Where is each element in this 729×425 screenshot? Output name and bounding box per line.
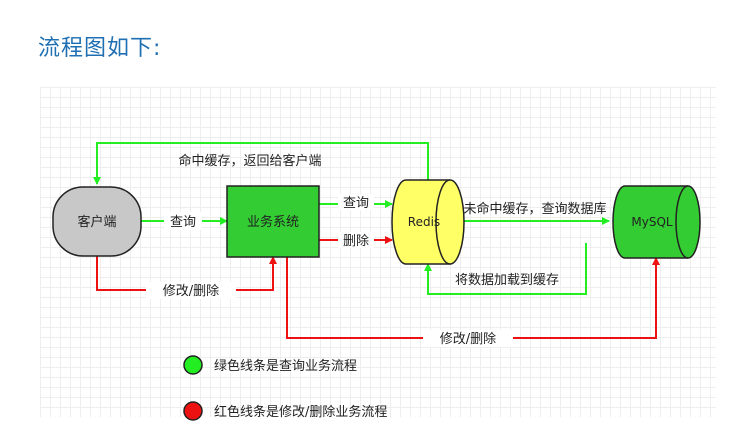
edge-business-modify: [286, 257, 660, 339]
node-mysql-label: MySQL: [631, 215, 673, 229]
label-hit-cache: 命中缓存，返回给客户端: [178, 153, 321, 169]
node-redis: Redis: [391, 179, 465, 265]
node-mysql: MySQL: [612, 185, 701, 259]
legend: 绿色线条是查询业务流程 红色线条是修改/删除业务流程: [183, 355, 387, 421]
label-client-modify: 修改/删除: [163, 284, 219, 299]
label-redis-delete: 删除: [343, 234, 369, 249]
node-business-system: 业务系统: [226, 185, 320, 258]
node-business-label: 业务系统: [247, 214, 299, 230]
label-load-cache: 将数据加载到缓存: [455, 273, 559, 288]
label-client-query: 查询: [170, 215, 196, 230]
edge-hit-cache: [93, 142, 429, 185]
node-client-label: 客户端: [77, 214, 116, 230]
edge-load-cache: [424, 243, 587, 295]
legend-green-label: 绿色线条是查询业务流程: [214, 358, 357, 374]
legend-red-dot: [183, 401, 203, 421]
legend-green-dot: [183, 355, 203, 375]
label-miss-cache: 未命中缓存，查询数据库: [463, 201, 606, 217]
page-title: 流程图如下:: [38, 36, 162, 61]
label-mysql-modify: 修改/删除: [440, 332, 496, 347]
node-client: 客户端: [52, 186, 142, 257]
node-redis-label: Redis: [408, 215, 440, 229]
label-redis-query: 查询: [343, 196, 369, 211]
legend-red-label: 红色线条是修改/删除业务流程: [214, 404, 387, 420]
